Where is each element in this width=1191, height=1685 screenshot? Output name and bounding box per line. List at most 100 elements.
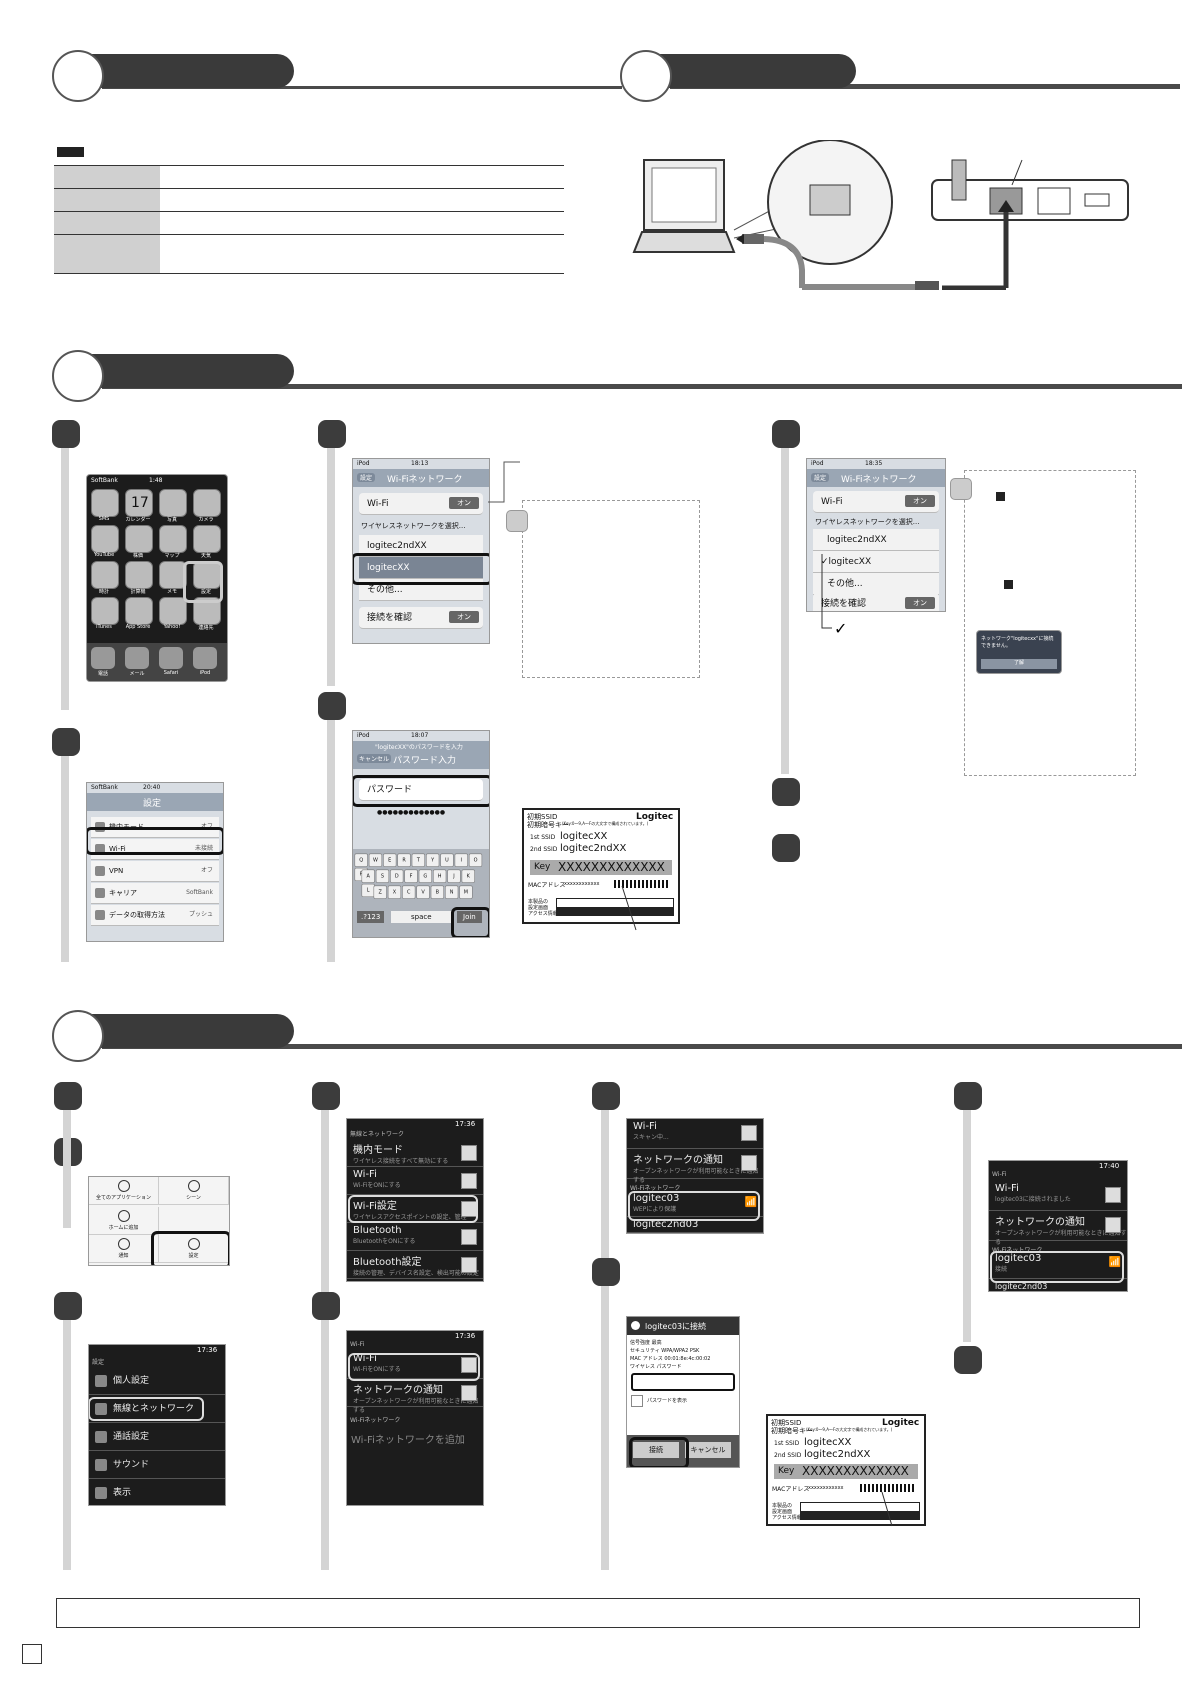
settings-row[interactable]: 表示 xyxy=(89,1479,225,1505)
menu-item[interactable]: 通知 xyxy=(89,1235,159,1263)
checkbox[interactable] xyxy=(461,1385,477,1401)
back-button[interactable]: 設定 xyxy=(357,473,376,482)
app-icon[interactable] xyxy=(125,489,153,517)
checkbox[interactable] xyxy=(461,1357,477,1373)
menu-item[interactable]: ホームに追加 xyxy=(89,1207,159,1235)
key[interactable]: M xyxy=(459,885,473,899)
list-row[interactable]: ネットワークの通知オープンネットワークが利用可能なときに通知する xyxy=(347,1379,483,1414)
settings-row[interactable]: サウンド xyxy=(91,941,219,942)
wifi-toggle-row[interactable]: Wi-Fi オン xyxy=(359,493,483,515)
list-row[interactable]: ネットワークの通知オープンネットワークが利用可能なときに通知する xyxy=(989,1211,1127,1246)
ask-join-toggle[interactable]: オン xyxy=(449,611,479,623)
wifi-toggle[interactable]: オン xyxy=(905,495,935,507)
dock-icon[interactable] xyxy=(193,647,217,669)
app-icon[interactable] xyxy=(91,525,119,553)
network-row[interactable]: logitecXX xyxy=(359,557,483,579)
checkbox[interactable] xyxy=(1105,1217,1121,1233)
list-row[interactable]: ネットワークの通知オープンネットワークが利用可能なときに通知する xyxy=(627,1149,763,1184)
password-input[interactable] xyxy=(631,1373,735,1391)
checkbox[interactable] xyxy=(741,1125,757,1141)
checkbox[interactable] xyxy=(1105,1187,1121,1203)
key[interactable]: J xyxy=(447,869,461,883)
key[interactable]: D xyxy=(390,869,404,883)
checkbox[interactable] xyxy=(741,1155,757,1171)
cancel-button[interactable]: キャンセル xyxy=(357,754,392,763)
add-network[interactable]: Wi-Fiネットワークを追加 xyxy=(351,1435,465,1446)
key-join[interactable]: Join xyxy=(457,911,482,923)
show-password-checkbox[interactable] xyxy=(631,1395,643,1407)
app-icon[interactable] xyxy=(91,597,119,625)
list-row[interactable]: Bluetooth設定接続の管理、デバイス名設定、検出可能の設定 xyxy=(347,1251,483,1279)
app-icon[interactable] xyxy=(125,525,153,553)
key[interactable]: N xyxy=(445,885,459,899)
key-space[interactable]: space xyxy=(391,911,452,923)
checkbox[interactable] xyxy=(461,1257,477,1273)
app-icon[interactable] xyxy=(91,561,119,589)
back-button[interactable]: 設定 xyxy=(811,473,830,482)
app-icon[interactable] xyxy=(159,489,187,517)
checkbox[interactable] xyxy=(461,1229,477,1245)
dock-icon[interactable] xyxy=(159,647,183,669)
network-row-selected[interactable]: ✓logitecXX xyxy=(813,551,939,573)
app-icon[interactable] xyxy=(125,561,153,589)
ask-join-row[interactable]: 接続を確認 オン xyxy=(359,607,483,629)
app-icon[interactable] xyxy=(193,525,221,553)
key[interactable]: G xyxy=(418,869,432,883)
checkbox[interactable] xyxy=(461,1145,477,1161)
key[interactable]: A xyxy=(361,869,375,883)
settings-row[interactable]: 無線とネットワーク xyxy=(89,1395,225,1423)
ask-join-row[interactable]: 接続を確認 オン xyxy=(813,593,939,611)
network-row[interactable]: logitec2ndXX xyxy=(813,529,939,551)
dock-icon[interactable] xyxy=(125,647,149,669)
key[interactable]: F xyxy=(404,869,418,883)
key[interactable]: X xyxy=(387,885,402,899)
settings-row[interactable]: データの取得方法プッシュ xyxy=(91,905,219,926)
key[interactable]: C xyxy=(402,885,416,899)
app-icon[interactable] xyxy=(193,561,221,589)
network-row[interactable]: logitec2ndXX xyxy=(359,535,483,557)
menu-item[interactable]: 全てのアプリケーション xyxy=(89,1177,159,1205)
ask-join-toggle[interactable]: オン xyxy=(905,597,935,609)
network-row[interactable]: logitec03 接続 📶 xyxy=(989,1253,1127,1279)
key[interactable]: U xyxy=(440,853,454,867)
app-icon[interactable] xyxy=(125,597,153,625)
key-123[interactable]: .?123 xyxy=(357,911,385,923)
app-icon[interactable] xyxy=(193,489,221,517)
cancel-button[interactable]: キャンセル xyxy=(685,1442,731,1458)
checkbox[interactable] xyxy=(461,1173,477,1189)
key[interactable]: W xyxy=(368,853,383,867)
app-icon[interactable] xyxy=(159,597,187,625)
list-row[interactable]: 機内モードワイヤレス接続をすべて無効にする xyxy=(347,1139,483,1167)
password-field[interactable]: パスワード ●●●●●●●●●●●●● xyxy=(359,779,483,816)
key[interactable]: S xyxy=(375,869,390,883)
app-icon[interactable] xyxy=(159,525,187,553)
key[interactable]: I xyxy=(454,853,468,867)
key[interactable]: H xyxy=(433,869,447,883)
key[interactable]: K xyxy=(461,869,475,883)
key[interactable]: V xyxy=(416,885,430,899)
settings-row[interactable]: 個人設定 xyxy=(89,1367,225,1395)
dock-icon[interactable] xyxy=(91,647,115,669)
key[interactable]: B xyxy=(430,885,444,899)
wifi-toggle[interactable]: オン xyxy=(449,497,479,509)
network-row[interactable]: logitec2nd03 xyxy=(627,1219,763,1233)
key[interactable]: E xyxy=(383,853,397,867)
network-row[interactable]: logitec2nd03 xyxy=(989,1281,1127,1291)
app-icon[interactable] xyxy=(159,561,187,589)
key[interactable]: Z xyxy=(373,885,387,899)
key[interactable]: Y xyxy=(426,853,440,867)
key[interactable]: R xyxy=(397,853,411,867)
menu-item[interactable]: シーン xyxy=(159,1177,229,1205)
key[interactable]: O xyxy=(468,853,483,867)
settings-row[interactable]: サウンド xyxy=(89,1451,225,1479)
settings-row[interactable]: 通話設定 xyxy=(89,1423,225,1451)
connect-button[interactable]: 接続 xyxy=(633,1442,679,1458)
app-icon[interactable] xyxy=(91,489,119,517)
key[interactable]: T xyxy=(411,853,425,867)
